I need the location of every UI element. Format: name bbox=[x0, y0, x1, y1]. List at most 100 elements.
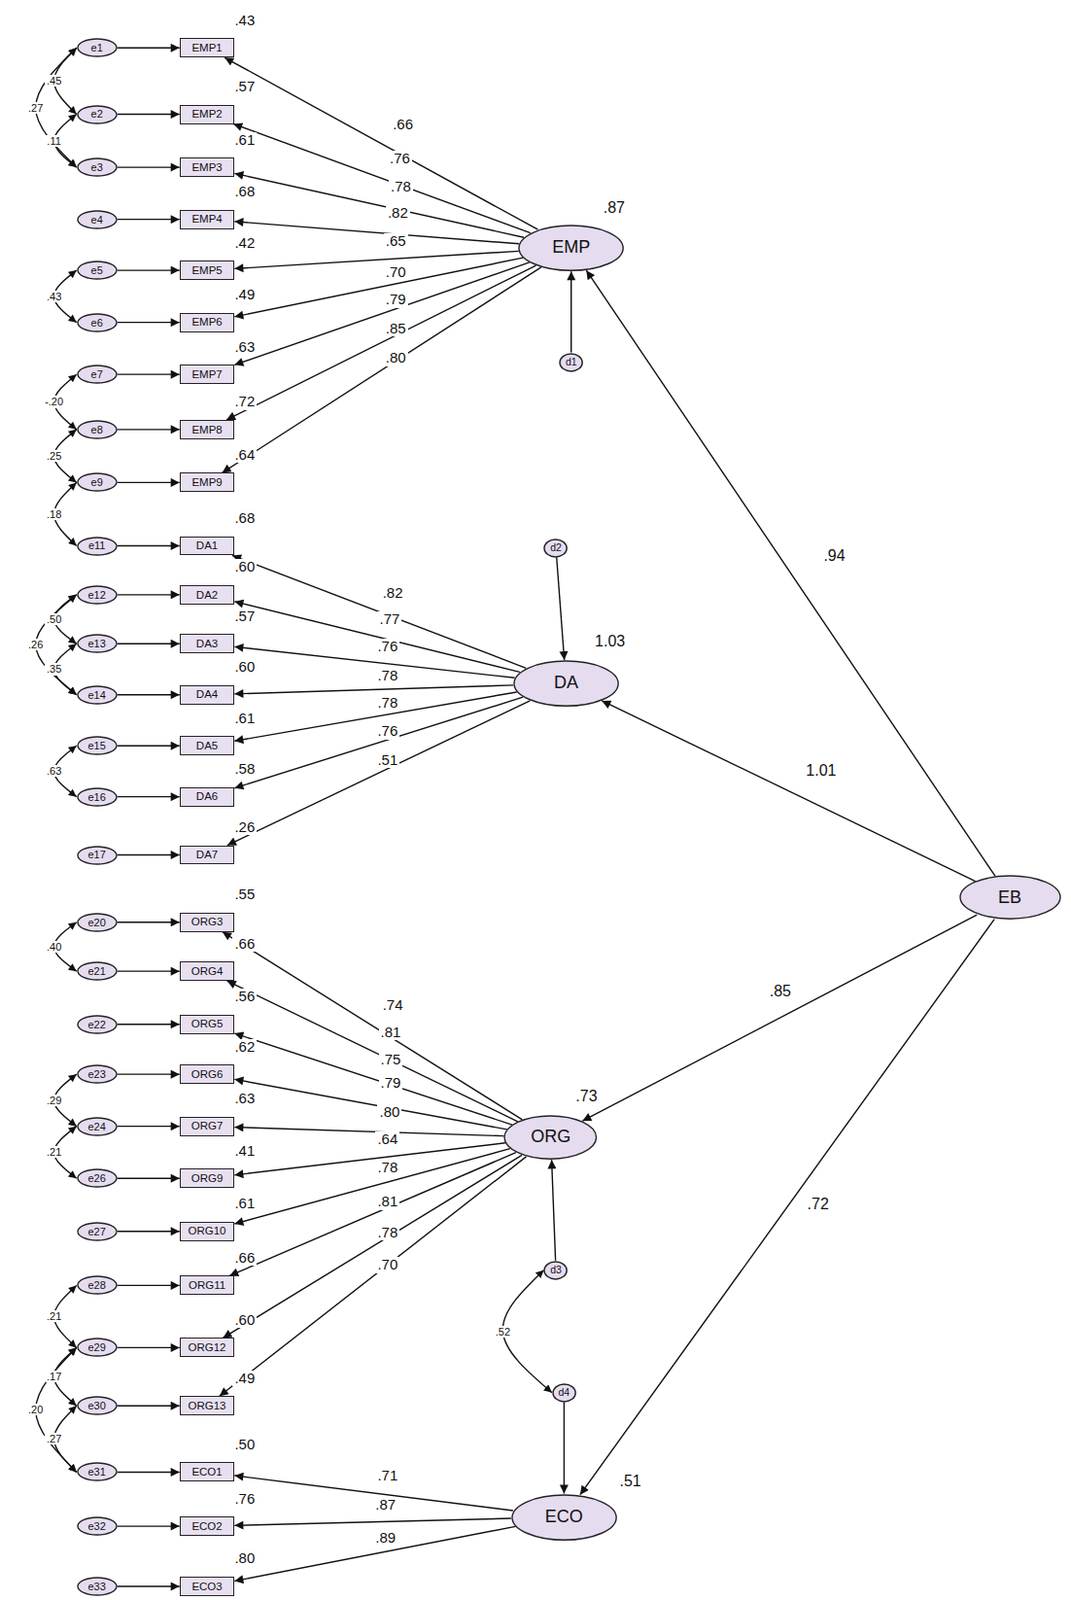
covariance-value: .29 bbox=[44, 1094, 64, 1106]
r-squared-value: .80 bbox=[232, 1550, 257, 1567]
path-coefficient: .81 bbox=[379, 1024, 404, 1041]
r-squared-value: .61 bbox=[232, 132, 257, 149]
error-term: e1 bbox=[76, 37, 118, 58]
variable-name: e4 bbox=[91, 213, 104, 226]
covariance-value: .40 bbox=[44, 940, 64, 953]
path-coefficient: .79 bbox=[383, 291, 409, 309]
r-squared-value: .87 bbox=[601, 199, 627, 217]
r-squared-value: .72 bbox=[232, 393, 257, 411]
path-arrow bbox=[234, 1148, 510, 1224]
observed-variable: DA7 bbox=[179, 845, 236, 865]
error-term: e23 bbox=[76, 1064, 118, 1084]
path-arrow bbox=[234, 250, 519, 269]
ellipse-shape bbox=[77, 537, 117, 555]
ellipse-shape bbox=[77, 686, 117, 704]
variable-name: e1 bbox=[91, 41, 104, 54]
path-arrow bbox=[117, 593, 180, 595]
observed-variable: EMP5 bbox=[179, 260, 236, 280]
ellipse-shape bbox=[77, 1338, 117, 1356]
path-coefficient: .82 bbox=[385, 205, 411, 222]
observed-variable: ECO3 bbox=[179, 1576, 236, 1596]
path-coefficient: .51 bbox=[375, 752, 400, 769]
error-term: e6 bbox=[76, 312, 118, 333]
path-coefficient: .79 bbox=[379, 1074, 404, 1092]
error-term: e16 bbox=[76, 787, 118, 807]
covariance-value: -.20 bbox=[42, 395, 66, 408]
variable-name: EMP2 bbox=[191, 107, 222, 121]
ellipse-shape bbox=[77, 736, 117, 755]
path-arrow bbox=[582, 914, 977, 1121]
r-squared-value: .26 bbox=[232, 819, 257, 836]
path-coefficient: .78 bbox=[375, 1159, 400, 1176]
variable-name: e21 bbox=[88, 965, 106, 977]
variable-name: DA bbox=[553, 673, 579, 693]
path-arrow bbox=[234, 601, 519, 673]
variable-name: ORG5 bbox=[191, 1017, 224, 1031]
variable-name: e24 bbox=[88, 1120, 106, 1133]
r-squared-value: .63 bbox=[232, 339, 257, 356]
path-arrow bbox=[117, 1524, 180, 1526]
disturbance-term: d1 bbox=[558, 352, 584, 373]
error-term: e21 bbox=[76, 961, 118, 981]
r-squared-value: .61 bbox=[232, 710, 257, 727]
path-arrow bbox=[234, 262, 529, 365]
observed-variable: DA4 bbox=[179, 685, 236, 705]
r-squared-value: .64 bbox=[232, 447, 257, 464]
error-term: e22 bbox=[76, 1014, 118, 1035]
error-term: e15 bbox=[76, 735, 118, 756]
path-arrow bbox=[234, 691, 517, 741]
path-coefficient: .87 bbox=[373, 1496, 398, 1514]
variable-name: e15 bbox=[88, 739, 106, 752]
disturbance-term: d2 bbox=[543, 538, 568, 558]
path-arrow bbox=[117, 482, 180, 484]
covariance-value: .20 bbox=[26, 1403, 45, 1416]
path-arrow bbox=[234, 1078, 507, 1130]
ellipse-shape bbox=[77, 962, 117, 980]
variable-name: ORG12 bbox=[188, 1341, 227, 1354]
ellipse-shape bbox=[504, 1115, 597, 1159]
observed-variable: ORG10 bbox=[179, 1221, 236, 1242]
observed-variable: ORG6 bbox=[179, 1064, 236, 1084]
path-arrow bbox=[117, 969, 180, 971]
error-term: e12 bbox=[76, 585, 118, 605]
path-coefficient: .70 bbox=[375, 1256, 400, 1274]
path-arrow bbox=[234, 685, 514, 694]
variable-name: EMP bbox=[552, 238, 590, 258]
disturbance-term: d3 bbox=[543, 1260, 568, 1280]
path-arrow bbox=[117, 1284, 180, 1286]
path-arrow bbox=[556, 557, 565, 661]
ellipse-shape bbox=[77, 158, 117, 176]
error-term: e11 bbox=[76, 536, 118, 556]
variable-name: EMP7 bbox=[191, 368, 222, 381]
error-term: e4 bbox=[76, 209, 118, 230]
observed-variable: EMP2 bbox=[179, 104, 236, 125]
path-arrow bbox=[117, 321, 180, 323]
variable-name: e27 bbox=[88, 1225, 106, 1238]
error-term: e8 bbox=[76, 419, 118, 440]
path-arrow bbox=[117, 744, 180, 746]
ellipse-shape bbox=[544, 539, 567, 557]
path-arrow bbox=[117, 545, 180, 547]
variable-name: e32 bbox=[88, 1520, 106, 1532]
path-arrow bbox=[117, 1405, 180, 1407]
covariance-value: .21 bbox=[44, 1145, 64, 1158]
path-arrow bbox=[227, 700, 530, 846]
variable-name: DA2 bbox=[196, 588, 218, 602]
path-arrow bbox=[117, 1471, 180, 1473]
path-arrow bbox=[222, 932, 522, 1120]
ellipse-shape bbox=[77, 788, 117, 806]
path-coefficient: .76 bbox=[387, 150, 413, 168]
ellipse-shape bbox=[514, 660, 619, 706]
ellipse-shape bbox=[77, 586, 117, 604]
path-arrow bbox=[117, 1585, 180, 1587]
error-term: e13 bbox=[76, 633, 118, 654]
path-arrow bbox=[234, 221, 519, 244]
r-squared-value: .76 bbox=[232, 1490, 257, 1508]
path-arrow bbox=[117, 854, 180, 856]
ellipse-shape bbox=[77, 365, 117, 383]
r-squared-value: .50 bbox=[232, 1436, 257, 1453]
path-coefficient: .78 bbox=[375, 694, 400, 712]
path-arrow bbox=[117, 166, 180, 168]
error-term: e29 bbox=[76, 1337, 118, 1357]
